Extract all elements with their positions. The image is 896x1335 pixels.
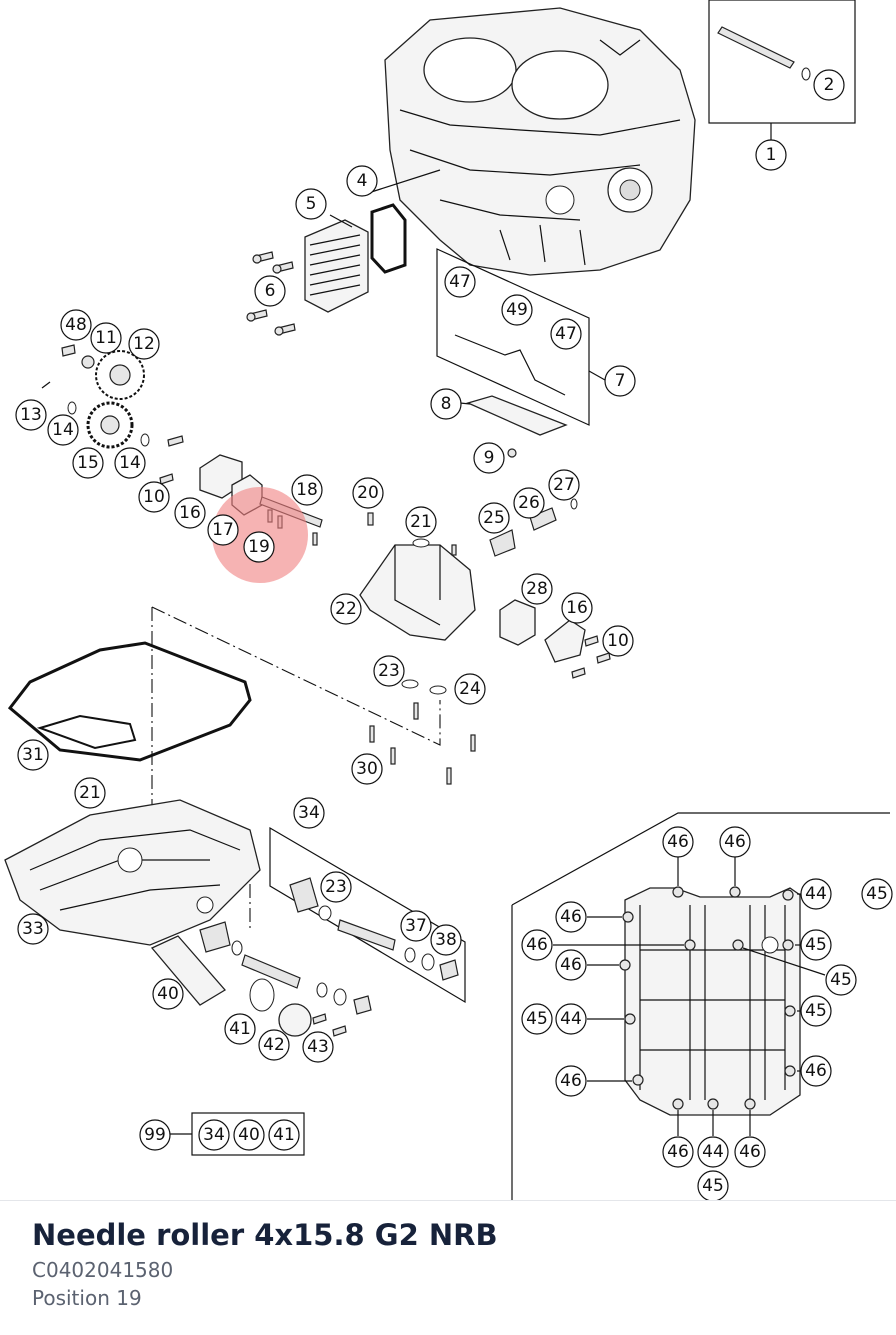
callout-4[interactable]: 4 <box>357 171 368 191</box>
callout-41[interactable]: 41 <box>229 1019 251 1039</box>
callout-31[interactable]: 31 <box>22 745 44 765</box>
callout-16[interactable]: 16 <box>179 503 201 523</box>
callout-38[interactable]: 38 <box>435 930 457 950</box>
part-name: Needle roller 4x15.8 G2 NRB <box>32 1218 498 1252</box>
callout-46[interactable]: 46 <box>724 832 746 852</box>
callout-8[interactable]: 8 <box>441 394 452 414</box>
callout-23[interactable]: 23 <box>325 877 347 897</box>
callout-34[interactable]: 34 <box>203 1125 225 1145</box>
callout-99[interactable]: 99 <box>144 1125 166 1145</box>
plate <box>466 395 568 436</box>
callout-45[interactable]: 45 <box>702 1176 724 1196</box>
engine-block <box>384 7 696 276</box>
callout-13[interactable]: 13 <box>20 405 42 425</box>
callout-10[interactable]: 10 <box>143 487 165 507</box>
oil-sump <box>4 799 261 946</box>
callout-17[interactable]: 17 <box>212 520 234 540</box>
callout-41[interactable]: 41 <box>273 1125 295 1145</box>
oil-pump-body <box>359 498 578 641</box>
callout-45[interactable]: 45 <box>805 935 827 955</box>
boundary-line-1 <box>151 606 441 746</box>
callout-46[interactable]: 46 <box>560 907 582 927</box>
callout-26[interactable]: 26 <box>518 493 540 513</box>
callout-labels: 2 1 4 5 6 7 8 9 10 10 11 12 13 14 14 15 … <box>20 75 888 1196</box>
oil-cooler <box>304 219 369 313</box>
callout-14[interactable]: 14 <box>52 420 74 440</box>
callout-2[interactable]: 2 <box>824 75 835 95</box>
callout-40[interactable]: 40 <box>157 984 179 1004</box>
part-position: Position 19 <box>32 1286 142 1310</box>
callout-34[interactable]: 34 <box>298 803 320 823</box>
callout-42[interactable]: 42 <box>263 1035 285 1055</box>
callout-45[interactable]: 45 <box>830 970 852 990</box>
screws-30 <box>369 702 476 785</box>
callout-45[interactable]: 45 <box>526 1009 548 1029</box>
exploded-parts-diagram: 2 1 4 5 6 7 8 9 10 10 11 12 13 14 14 15 … <box>4 0 893 1200</box>
oil-pan-inset <box>619 886 801 1116</box>
callout-21[interactable]: 21 <box>79 783 101 803</box>
callout-10[interactable]: 10 <box>607 631 629 651</box>
oil-tube <box>717 26 811 81</box>
divider <box>0 1200 896 1201</box>
pan-gasket <box>7 641 252 762</box>
callout-7[interactable]: 7 <box>615 371 626 391</box>
callout-12[interactable]: 12 <box>133 334 155 354</box>
callout-47[interactable]: 47 <box>449 272 471 292</box>
callout-45[interactable]: 45 <box>866 884 888 904</box>
gasket <box>370 203 407 274</box>
callout-49[interactable]: 49 <box>506 300 528 320</box>
callout-circles <box>15 69 893 1200</box>
callout-44[interactable]: 44 <box>805 884 827 904</box>
callout-45[interactable]: 45 <box>805 1001 827 1021</box>
callout-46[interactable]: 46 <box>739 1142 761 1162</box>
callout-16[interactable]: 16 <box>566 598 588 618</box>
callout-5[interactable]: 5 <box>306 194 317 214</box>
screws-6 <box>246 251 296 336</box>
callout-37[interactable]: 37 <box>405 916 427 936</box>
callout-46[interactable]: 46 <box>560 955 582 975</box>
pipe-box <box>436 248 590 426</box>
part-info-panel: Needle roller 4x15.8 G2 NRB C0402041580 … <box>32 1214 872 1312</box>
callout-9[interactable]: 9 <box>484 448 495 468</box>
callout-46[interactable]: 46 <box>560 1071 582 1091</box>
filter-parts-2 <box>150 921 372 1037</box>
callout-43[interactable]: 43 <box>307 1037 329 1057</box>
inset-leaders <box>553 857 826 1136</box>
callout-46[interactable]: 46 <box>526 935 548 955</box>
sprockets <box>41 344 150 449</box>
callout-40[interactable]: 40 <box>238 1125 260 1145</box>
callout-33[interactable]: 33 <box>22 919 44 939</box>
filter-box <box>269 826 466 1004</box>
callout-30[interactable]: 30 <box>356 759 378 779</box>
callout-20[interactable]: 20 <box>357 483 379 503</box>
callout-22[interactable]: 22 <box>335 599 357 619</box>
detail-box-1 <box>708 0 856 124</box>
callout-6[interactable]: 6 <box>265 281 276 301</box>
callout-14[interactable]: 14 <box>119 453 141 473</box>
callout-23[interactable]: 23 <box>378 661 400 681</box>
filter-parts <box>289 877 459 981</box>
callout-47[interactable]: 47 <box>555 324 577 344</box>
callout-24[interactable]: 24 <box>459 679 481 699</box>
callout-19-selected[interactable]: 19 <box>248 537 270 557</box>
callout-27[interactable]: 27 <box>553 475 575 495</box>
inset-border <box>511 812 890 906</box>
callout-1[interactable]: 1 <box>766 145 777 165</box>
callout-44[interactable]: 44 <box>702 1142 724 1162</box>
oil-pump-right <box>499 599 611 679</box>
callout-28[interactable]: 28 <box>526 579 548 599</box>
callout-46[interactable]: 46 <box>667 1142 689 1162</box>
callout-11[interactable]: 11 <box>95 328 117 348</box>
callout-18[interactable]: 18 <box>296 480 318 500</box>
callout-21[interactable]: 21 <box>410 512 432 532</box>
callout-25[interactable]: 25 <box>483 508 505 528</box>
part-code: C0402041580 <box>32 1258 174 1282</box>
callout-46[interactable]: 46 <box>667 832 689 852</box>
callout-48[interactable]: 48 <box>65 315 87 335</box>
callout-44[interactable]: 44 <box>560 1009 582 1029</box>
callout-46[interactable]: 46 <box>805 1061 827 1081</box>
callout-15[interactable]: 15 <box>77 453 99 473</box>
